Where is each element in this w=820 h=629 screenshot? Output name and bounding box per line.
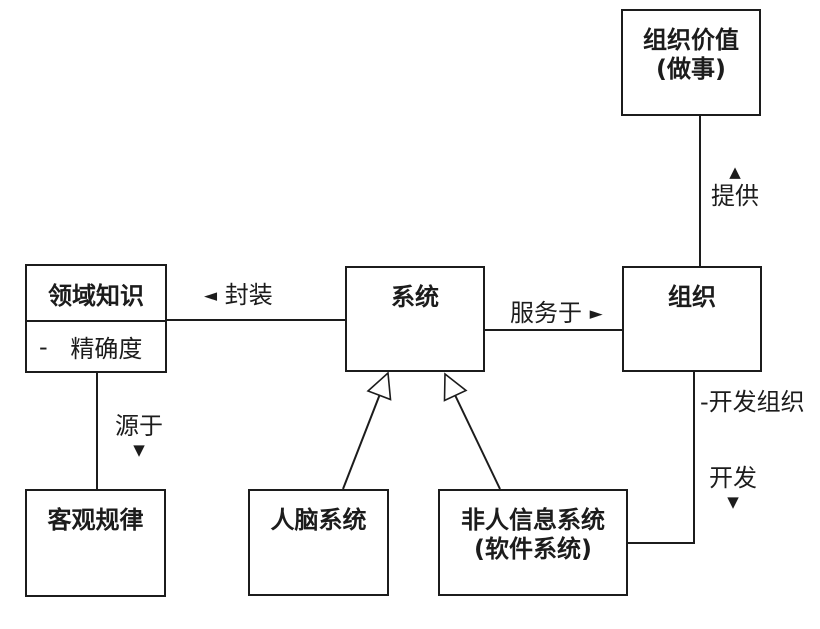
box-domain-knowledge-attribute-row: - 精确度 xyxy=(27,320,165,371)
up-arrow-icon: ▲ xyxy=(729,163,741,181)
inheritance-triangle-icon xyxy=(366,371,392,401)
box-domain-knowledge-title: 领域知识 xyxy=(48,281,144,310)
edge-label-encapsulate: ◄ 封装 xyxy=(204,283,273,307)
edge-label-develop-org-text: -开发组织 xyxy=(700,388,805,416)
edge-label-serve: 服务于 ► xyxy=(510,301,603,325)
box-org-value: 组织价值 (做事) xyxy=(621,9,761,116)
inheritance-triangle-icon xyxy=(443,372,468,402)
box-objective-law-title: 客观规律 xyxy=(47,506,144,534)
edge-label-provide: ▲ 提供 xyxy=(707,163,763,210)
box-human-brain: 人脑系统 xyxy=(248,489,389,596)
attribute-visibility-dash: - xyxy=(39,332,48,361)
box-human-brain-title: 人脑系统 xyxy=(270,506,367,534)
edge-develop-line xyxy=(628,372,695,544)
edge-inherit-human-brain-line xyxy=(342,393,381,490)
left-arrow-icon: ◄ xyxy=(204,286,218,306)
edge-label-encapsulate-text: 封装 xyxy=(224,281,273,309)
box-system: 系统 xyxy=(345,266,485,372)
box-org-value-title: 组织价值 xyxy=(643,26,739,54)
down-arrow-icon: ▼ xyxy=(727,493,739,511)
box-objective-law: 客观规律 xyxy=(25,489,166,597)
box-system-title: 系统 xyxy=(391,283,439,311)
box-domain-knowledge: 领域知识 - 精确度 xyxy=(25,264,167,373)
edge-label-develop: 开发 ▼ xyxy=(705,466,761,510)
edge-inherit-non-human-line xyxy=(454,394,501,490)
box-non-human-subtitle: (软件系统) xyxy=(474,535,592,563)
edge-label-serve-text: 服务于 xyxy=(510,299,582,327)
box-organization: 组织 xyxy=(622,266,762,372)
edge-label-develop-text: 开发 xyxy=(709,464,757,492)
box-non-human-title: 非人信息系统 xyxy=(461,506,605,534)
down-arrow-icon: ▼ xyxy=(133,441,145,459)
edge-label-derive-text: 源于 xyxy=(115,412,163,440)
edge-label-develop-org: -开发组织 xyxy=(700,390,805,414)
box-non-human-info-system: 非人信息系统 (软件系统) xyxy=(438,489,628,596)
right-arrow-icon: ► xyxy=(589,304,603,324)
attribute-name: 精确度 xyxy=(70,335,143,363)
box-organization-title: 组织 xyxy=(668,283,716,311)
edge-label-derive: 源于 ▼ xyxy=(111,414,167,458)
edge-label-provide-text: 提供 xyxy=(711,182,759,210)
box-org-value-subtitle: (做事) xyxy=(656,55,726,83)
